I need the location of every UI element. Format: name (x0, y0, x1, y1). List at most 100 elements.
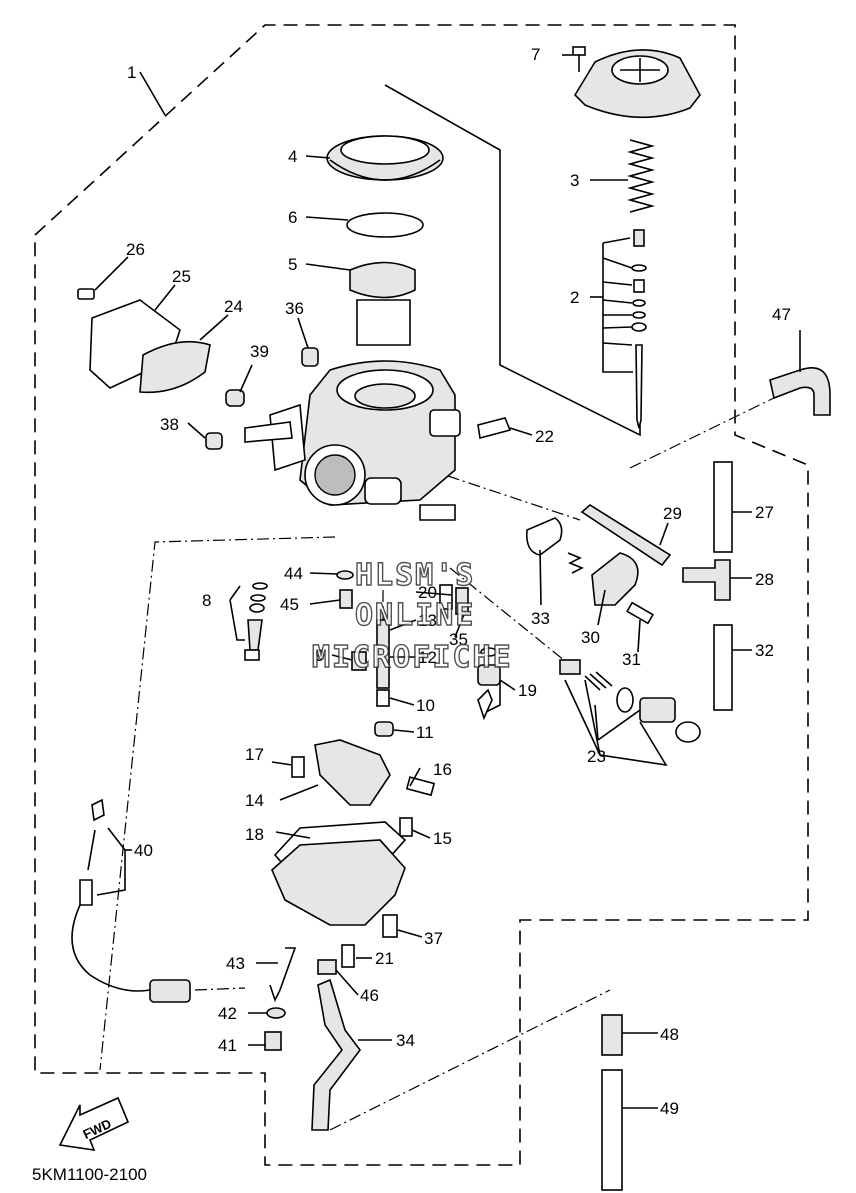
watermark-line-1: HLSM'S (355, 558, 475, 593)
float-bowl (271, 839, 406, 926)
screw-37 (382, 914, 398, 938)
reference-line-23 (449, 567, 571, 666)
label-10: 10 (416, 696, 435, 715)
watermark-line-3: MICROFICHE (312, 640, 513, 675)
diaphragm-4 (326, 135, 444, 181)
washer-44 (336, 570, 354, 580)
cap-39 (225, 389, 245, 407)
label-47: 47 (772, 305, 791, 324)
hose-48 (601, 1014, 623, 1056)
label-33: 33 (531, 609, 550, 628)
cap-11 (374, 721, 394, 737)
label-27: 27 (755, 503, 774, 522)
label-5: 5 (288, 255, 297, 274)
label-34: 34 (396, 1031, 415, 1050)
screw-41 (264, 1031, 282, 1051)
bracket-8 (229, 585, 245, 641)
plate-33 (525, 517, 563, 556)
label-36: 36 (285, 299, 304, 318)
label-15: 15 (433, 829, 452, 848)
screw-31 (626, 601, 654, 625)
bracket-23 (564, 679, 668, 767)
label-40: 40 (134, 841, 153, 860)
valve-19 (477, 647, 501, 721)
label-32: 32 (755, 641, 774, 660)
float-14 (314, 739, 391, 806)
watermark: HLSM'S ONLINE MICROFICHE (311, 557, 513, 675)
reference-line-43 (194, 987, 246, 991)
cover-30 (591, 552, 639, 606)
label-28: 28 (755, 570, 774, 589)
label-21: 21 (375, 949, 394, 968)
label-20: 20 (418, 583, 437, 602)
plug-36 (301, 347, 319, 367)
label-43: 43 (226, 954, 245, 973)
hose-34 (311, 978, 361, 1131)
label-29: 29 (663, 504, 682, 523)
label-11: 11 (416, 723, 434, 742)
part-number-labels: 1 2 3 4 5 6 7 8 9 10 11 12 13 14 15 16 1… (126, 45, 791, 1118)
jet-35 (455, 587, 469, 615)
main-jet-10 (376, 689, 390, 707)
screw-21 (341, 944, 355, 968)
label-4: 4 (288, 147, 297, 166)
label-44: 44 (284, 564, 303, 583)
nut-38 (205, 432, 223, 450)
label-45: 45 (280, 595, 299, 614)
label-25: 25 (172, 267, 191, 286)
jet-9 (351, 651, 367, 671)
label-37: 37 (424, 929, 443, 948)
label-41: 41 (218, 1036, 237, 1055)
label-26: 26 (126, 240, 145, 259)
needle-set-2 (631, 229, 647, 429)
label-38: 38 (160, 415, 179, 434)
reference-line-cable (99, 536, 336, 1071)
label-49: 49 (660, 1099, 679, 1118)
label-17: 17 (245, 745, 264, 764)
screw-7 (572, 46, 586, 72)
watermark-line-2: ONLINE (355, 598, 475, 633)
screw-15 (399, 817, 413, 837)
pilot-jet-20 (439, 584, 453, 610)
label-14: 14 (245, 791, 264, 810)
spring-33 (567, 552, 584, 574)
top-cover (573, 49, 701, 119)
label-31: 31 (622, 650, 641, 669)
label-8: 8 (202, 591, 211, 610)
label-46: 46 (360, 986, 379, 1005)
cable-40 (71, 798, 191, 1003)
pin-16 (405, 776, 436, 797)
reference-line-hose-27 (629, 394, 781, 469)
label-24: 24 (224, 297, 243, 316)
label-9: 9 (315, 646, 324, 665)
needle-jet-12 (376, 619, 390, 689)
o-ring-6 (346, 212, 424, 238)
label-3: 3 (570, 171, 579, 190)
label-13: 13 (418, 611, 437, 630)
label-48: 48 (660, 1025, 679, 1044)
spring-3 (626, 139, 656, 213)
needle-bracket (602, 243, 633, 373)
fwd-arrow-icon: FWD (58, 1096, 130, 1151)
washer-42 (266, 1007, 286, 1019)
reference-line-29 (384, 454, 581, 521)
fitting-38 (244, 421, 293, 443)
label-19: 19 (518, 681, 537, 700)
label-1: 1 (127, 63, 136, 82)
needle-valve-23 (559, 659, 701, 743)
piston-valve-5 (349, 261, 416, 346)
clip-46 (317, 959, 337, 975)
insulator-24 (139, 340, 211, 394)
clip-43 (269, 947, 297, 1003)
screw-22 (477, 417, 512, 440)
hose-32 (713, 624, 733, 711)
label-23: 23 (587, 747, 606, 766)
tube-29 (580, 504, 672, 567)
screw-26 (77, 288, 95, 300)
leader-lines (94, 54, 801, 1109)
reference-line-34 (329, 989, 611, 1131)
label-16: 16 (433, 760, 452, 779)
label-22: 22 (535, 427, 554, 446)
hose-49 (601, 1069, 623, 1191)
